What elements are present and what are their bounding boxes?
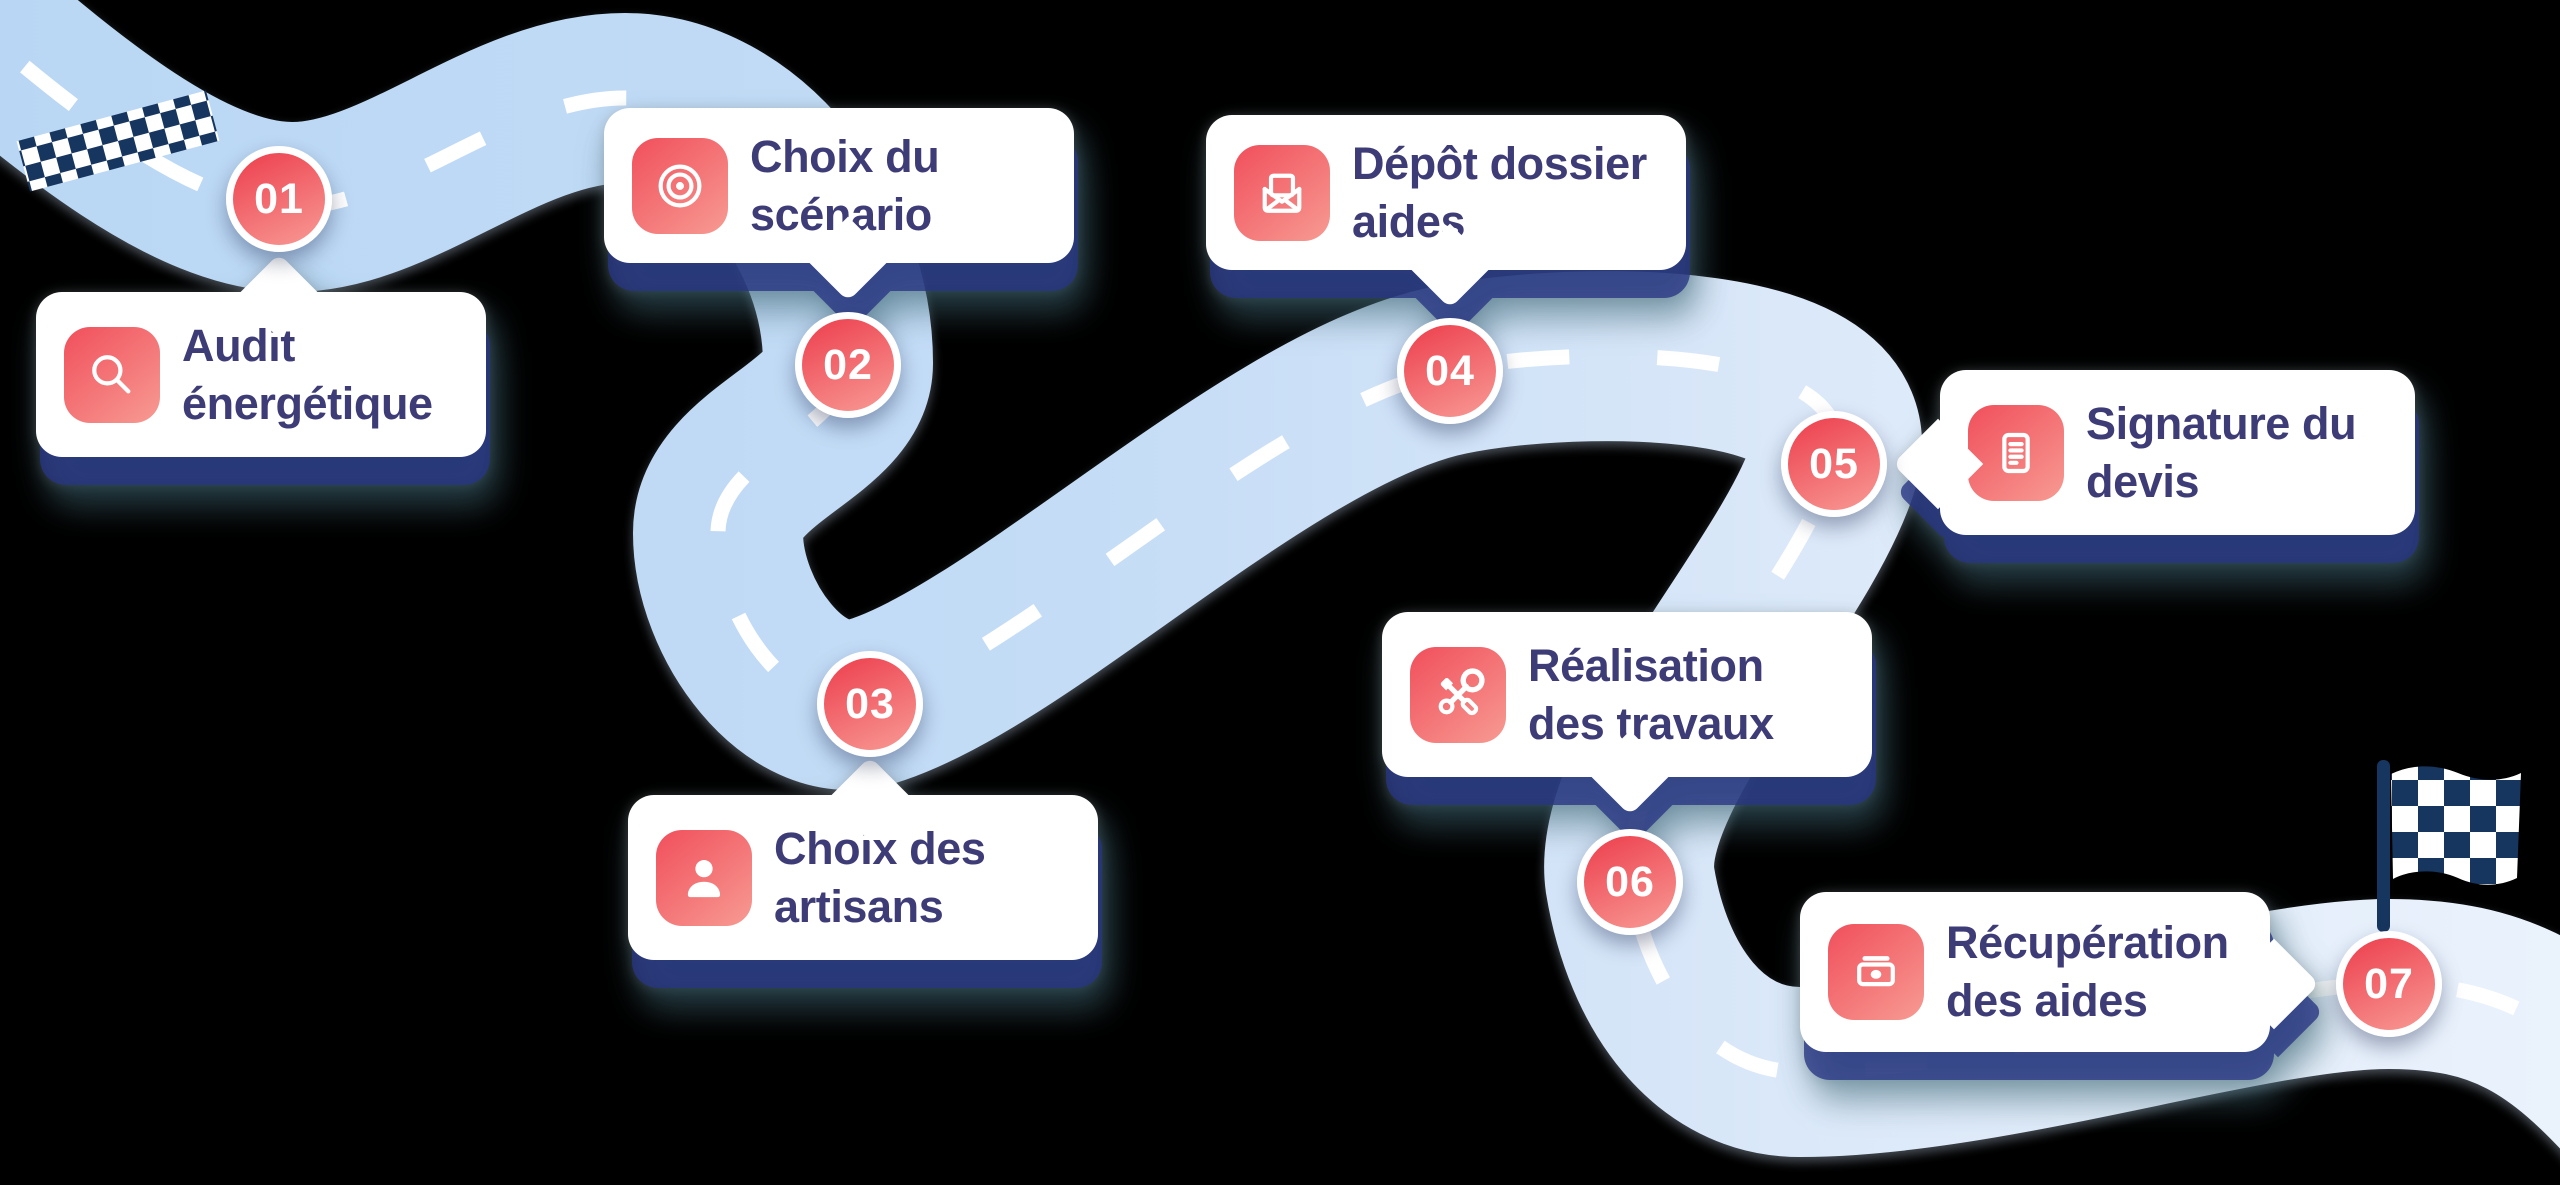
milestone-04: 04 [1397, 318, 1503, 424]
step-title-line1: Dépôt dossier [1352, 137, 1647, 189]
step-card-realisation-travaux: Réalisation des travaux [1382, 612, 1872, 816]
user-icon [656, 829, 752, 926]
milestone-number: 03 [845, 679, 895, 728]
step-title: Choix du scénario [750, 128, 940, 244]
milestone-number: 06 [1605, 857, 1655, 906]
milestone-05: 05 [1781, 411, 1887, 517]
milestone-02: 02 [795, 312, 901, 418]
step-card-audit-energetique: Audit énergétique [36, 253, 486, 457]
money-icon [1828, 924, 1924, 1020]
step-title: Réalisation des travaux [1528, 637, 1774, 753]
step-title-line1: Signature du [2086, 397, 2357, 449]
step-title: Récupération des aides [1946, 914, 2229, 1030]
milestone-number: 05 [1809, 439, 1859, 488]
checkered-start-line-icon [16, 90, 220, 192]
step-title-line2: artisans [774, 880, 944, 932]
milestone-number: 04 [1425, 346, 1475, 395]
step-title-line1: Réalisation [1528, 639, 1764, 691]
step-title-line2: des aides [1946, 975, 2148, 1026]
step-title-line2: énergétique [182, 377, 433, 429]
checkered-finish-flag-icon [2377, 760, 2521, 932]
step-card-depot-dossier: Dépôt dossier aides [1206, 115, 1686, 309]
step-title-line2: des travaux [1528, 697, 1774, 749]
mail-icon [1234, 144, 1330, 241]
step-title-line2: devis [2086, 455, 2200, 507]
step-title-line2: aides [1352, 195, 1466, 247]
document-icon [1968, 404, 2064, 501]
milestone-06: 06 [1577, 829, 1683, 935]
tools-icon [1410, 646, 1506, 743]
step-title-line1: Récupération [1946, 917, 2229, 968]
step-card-signature-devis: Signature du devis [1892, 370, 2415, 535]
step-title: Dépôt dossier aides [1352, 135, 1647, 251]
step-title-line1: Audit [182, 319, 295, 371]
target-icon [632, 137, 728, 234]
step-title-line1: Choix du [750, 130, 940, 182]
step-card-choix-scenario: Choix du scénario [604, 108, 1074, 302]
milestone-number: 07 [2364, 959, 2414, 1008]
step-card-choix-artisans: Choix des artisans [628, 756, 1098, 960]
milestone-01: 01 [226, 146, 332, 252]
milestone-number: 02 [823, 340, 873, 389]
search-icon [64, 326, 160, 423]
step-title: Audit énergétique [182, 317, 433, 433]
milestone-number: 01 [254, 174, 304, 223]
step-title: Choix des artisans [774, 820, 986, 936]
step-card-recuperation-aides: Récupération des aides [1800, 892, 2320, 1052]
step-title: Signature du devis [2086, 395, 2357, 511]
milestone-07: 07 [2336, 931, 2442, 1037]
road-center-dashes [0, 36, 2560, 1080]
milestone-03: 03 [817, 651, 923, 757]
